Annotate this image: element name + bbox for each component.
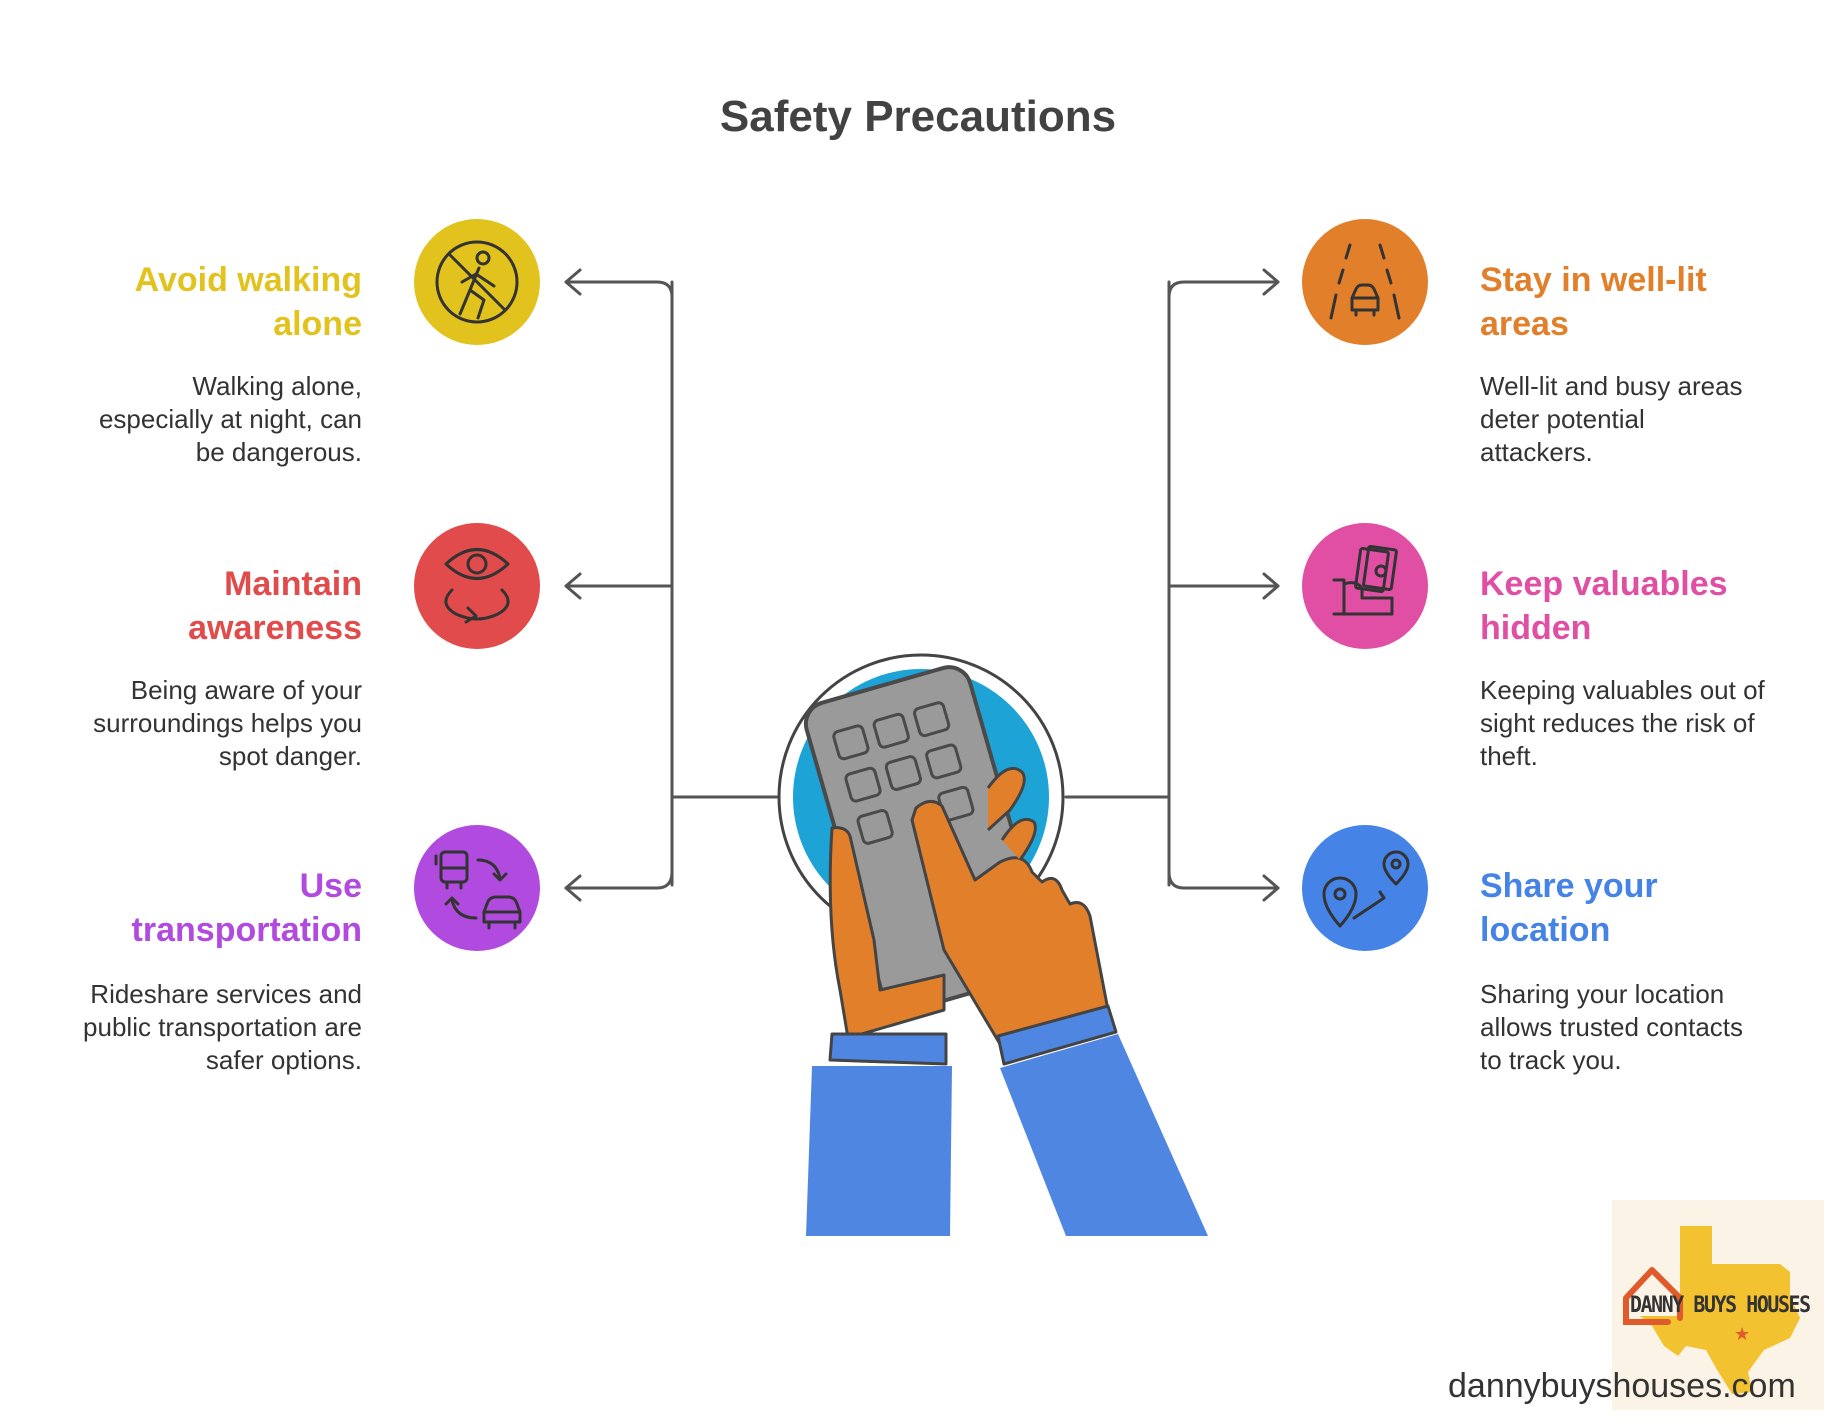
icon-road-circle (1302, 219, 1428, 345)
arrow-left-1 (564, 268, 582, 296)
connector-left-trunk (670, 280, 779, 887)
logo-text: DANNY BUYS HOUSES (1630, 1293, 1811, 1318)
no-pedestrian-icon (435, 240, 519, 324)
icon-valuables-circle (1302, 523, 1428, 649)
central-illustration (777, 653, 1208, 1236)
arrow-left-3 (564, 874, 582, 902)
left-sleeve (806, 1066, 952, 1236)
right-cuff (996, 1004, 1118, 1066)
house-base-icon (1623, 1307, 1671, 1325)
arrow-right-3 (1262, 874, 1280, 902)
connector-right-1 (1167, 280, 1280, 299)
item-transportation-title: Use transportation (131, 867, 362, 949)
item-transportation-desc: Rideshare services and public transporta… (83, 979, 362, 1075)
item-valuables-desc: Keeping valuables out of sight reduces t… (1480, 675, 1765, 771)
item-avoid-walking-desc: Walking alone, especially at night, can … (98, 371, 362, 467)
icon-aware-circle (414, 523, 540, 649)
item-valuables-title: Keep valuables hidden (1480, 565, 1728, 647)
texas-shape-icon (1640, 1226, 1800, 1394)
icon-location-circle (1302, 825, 1428, 951)
item-awareness-title: Maintain awareness (188, 565, 362, 647)
arrow-left-2 (564, 572, 582, 600)
connector-left-3 (564, 870, 674, 890)
left-hand (828, 826, 946, 1040)
item-awareness-desc: Being aware of your surroundings helps y… (93, 675, 362, 771)
item-share-location-desc: Sharing your location allows trusted con… (1480, 979, 1744, 1075)
left-cuff (828, 1032, 948, 1066)
house-outline-icon (1623, 1267, 1683, 1321)
bus-car-swap-icon (434, 850, 522, 930)
connector-right-trunk (1064, 280, 1171, 887)
icon-walk-circle (414, 219, 540, 345)
website-url[interactable]: dannybuyshouses.com (1448, 1367, 1796, 1405)
hand-money-icon (1332, 545, 1398, 616)
item-well-lit-title: Stay in well-lit areas (1480, 261, 1707, 343)
item-avoid-walking-title: Avoid walking alone (134, 261, 362, 343)
connector-left-1 (564, 280, 674, 299)
road-car-icon (1329, 243, 1401, 320)
icon-transport-circle (414, 825, 540, 951)
right-hand (910, 800, 1110, 1046)
star-icon: ★ (1734, 1324, 1750, 1345)
diagram-title: Safety Precautions (719, 92, 1117, 141)
item-share-location-title: Share your location (1480, 867, 1658, 949)
right-sleeve (1000, 1034, 1208, 1236)
arrow-right-1 (1262, 268, 1280, 296)
arrow-right-2 (1262, 572, 1280, 600)
connector-right-3 (1167, 870, 1280, 890)
item-well-lit-desc: Well-lit and busy areas deter potential … (1480, 371, 1743, 467)
eye-rotate-icon (444, 548, 510, 624)
location-route-icon (1322, 850, 1410, 928)
